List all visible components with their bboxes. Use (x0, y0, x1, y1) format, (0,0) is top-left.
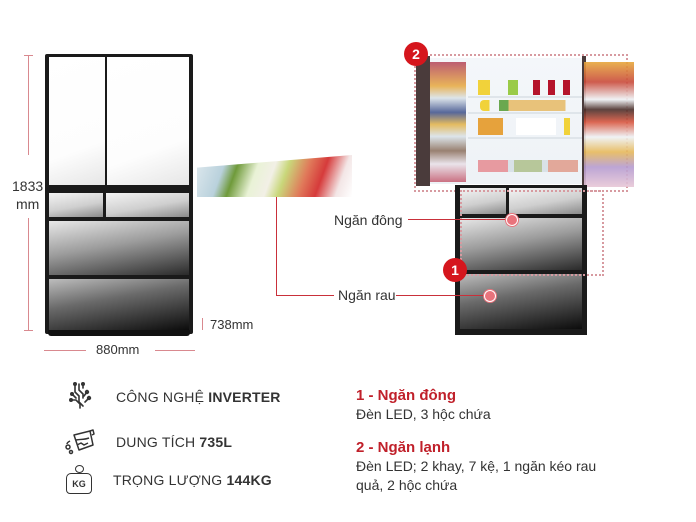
vegetable-connector-vertical (276, 197, 277, 295)
spec-freezer-title: 1 - Ngăn đông (356, 387, 456, 404)
lower-vegetable-drawer (460, 274, 582, 329)
feature-inverter-value: INVERTER (208, 389, 281, 405)
depth-dimension-value: 738mm (210, 317, 254, 332)
interior-shelf-1 (468, 96, 582, 98)
feature-capacity-label: DUNG TÍCH (116, 434, 200, 450)
left-door-bins (430, 62, 466, 182)
freezer-callout-dot (506, 214, 518, 226)
height-dimension-value: 1833 (12, 178, 44, 194)
small-drawer-right (106, 193, 189, 217)
food-items-row1 (478, 80, 578, 95)
spec-freezer-body: Đèn LED, 3 hộc chứa (356, 406, 491, 422)
lower-freezer-drawer (460, 218, 582, 270)
height-dimension-line-top (28, 55, 29, 155)
vegetable-connector-horizontal (276, 295, 334, 296)
spec-refrigerator-body-line1: Đèn LED; 2 khay, 7 kệ, 1 ngăn kéo rau (356, 458, 597, 474)
interior-shelf-2 (468, 112, 582, 114)
feature-inverter-label: CÔNG NGHỆ (116, 389, 209, 405)
lower-small-drawer-left (460, 188, 506, 214)
spec-refrigerator-title: 2 - Ngăn lạnh (356, 439, 451, 456)
fridge-base (48, 330, 190, 336)
freezer-badge-1: 1 (443, 258, 467, 282)
height-dimension-cap-bottom (24, 330, 33, 331)
feature-weight-label: TRỌNG LƯỢNG (113, 472, 227, 488)
depth-dimension-line (202, 318, 203, 330)
width-dimension-line-left (44, 350, 86, 351)
interior-shelf-3 (468, 137, 582, 139)
water-jug-icon (65, 429, 95, 455)
circuit-icon (68, 382, 92, 409)
lower-small-drawer-right (509, 188, 582, 214)
feature-capacity-value: 735L (199, 434, 233, 450)
vegetable-callout-dot (484, 290, 496, 302)
vegetable-drawer (49, 279, 189, 330)
width-dimension-line-right (155, 350, 195, 351)
height-dimension-unit: mm (16, 196, 40, 212)
height-dimension-cap-top (24, 55, 33, 56)
freezer-callout-line (408, 219, 511, 220)
vegetable-drawer-photo (197, 155, 352, 197)
spec-freezer: 1 - Ngăn đông Đèn LED, 3 hộc chứa (356, 387, 491, 424)
vegetable-callout-line (396, 295, 489, 296)
refrigerator-badge-2: 2 (404, 42, 428, 66)
feature-weight-value: 144KG (226, 472, 272, 488)
freezer-callout-label: Ngăn đông (334, 212, 403, 228)
food-items-row2 (480, 100, 575, 111)
freezer-highlight-box (460, 190, 604, 276)
weight-kg-icon: KG (65, 465, 93, 495)
width-dimension-value: 880mm (96, 342, 140, 357)
fridge-left-door (49, 57, 105, 185)
freezer-drawer (49, 221, 189, 275)
vegetable-callout-label: Ngăn rau (338, 287, 396, 303)
fridge-cabinet (416, 56, 430, 186)
small-drawer-left (49, 193, 103, 217)
fridge-right-door (107, 57, 189, 185)
right-door-bins (584, 62, 634, 187)
feature-capacity: DUNG TÍCH 735L (64, 427, 232, 457)
feature-inverter: CÔNG NGHỆ INVERTER (66, 382, 281, 412)
weight-kg-icon-text: KG (66, 473, 92, 494)
food-items-row3 (478, 118, 578, 135)
bottom-crisper (478, 160, 578, 172)
feature-weight: KG TRỌNG LƯỢNG 144KG (65, 465, 272, 495)
spec-refrigerator-body-line2: quả, 2 hộc chứa (356, 477, 458, 493)
height-dimension-line-bottom (28, 218, 29, 330)
spec-refrigerator: 2 - Ngăn lạnh Đèn LED; 2 khay, 7 kệ, 1 n… (356, 439, 596, 495)
